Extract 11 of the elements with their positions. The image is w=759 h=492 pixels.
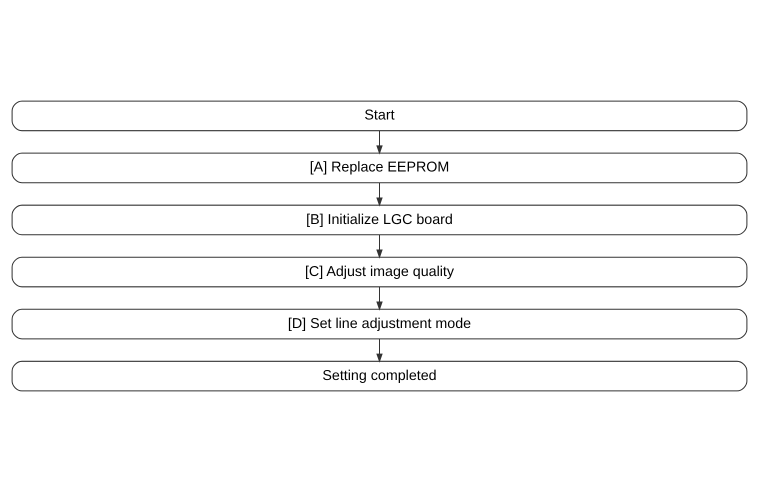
arrow [376, 234, 383, 259]
arrow [376, 130, 383, 155]
node-box: [C] Adjust image quality [12, 256, 748, 288]
node-box: [B] Initialize LGC board [12, 204, 748, 236]
arrow [376, 339, 383, 363]
node-box: Setting completed [12, 360, 748, 392]
node-box: Start [12, 100, 748, 132]
arrow [376, 182, 383, 207]
node-box: [D] Set line adjustment mode [12, 308, 748, 340]
node-box: [A] Replace EEPROM [12, 152, 748, 184]
arrow [376, 286, 383, 311]
